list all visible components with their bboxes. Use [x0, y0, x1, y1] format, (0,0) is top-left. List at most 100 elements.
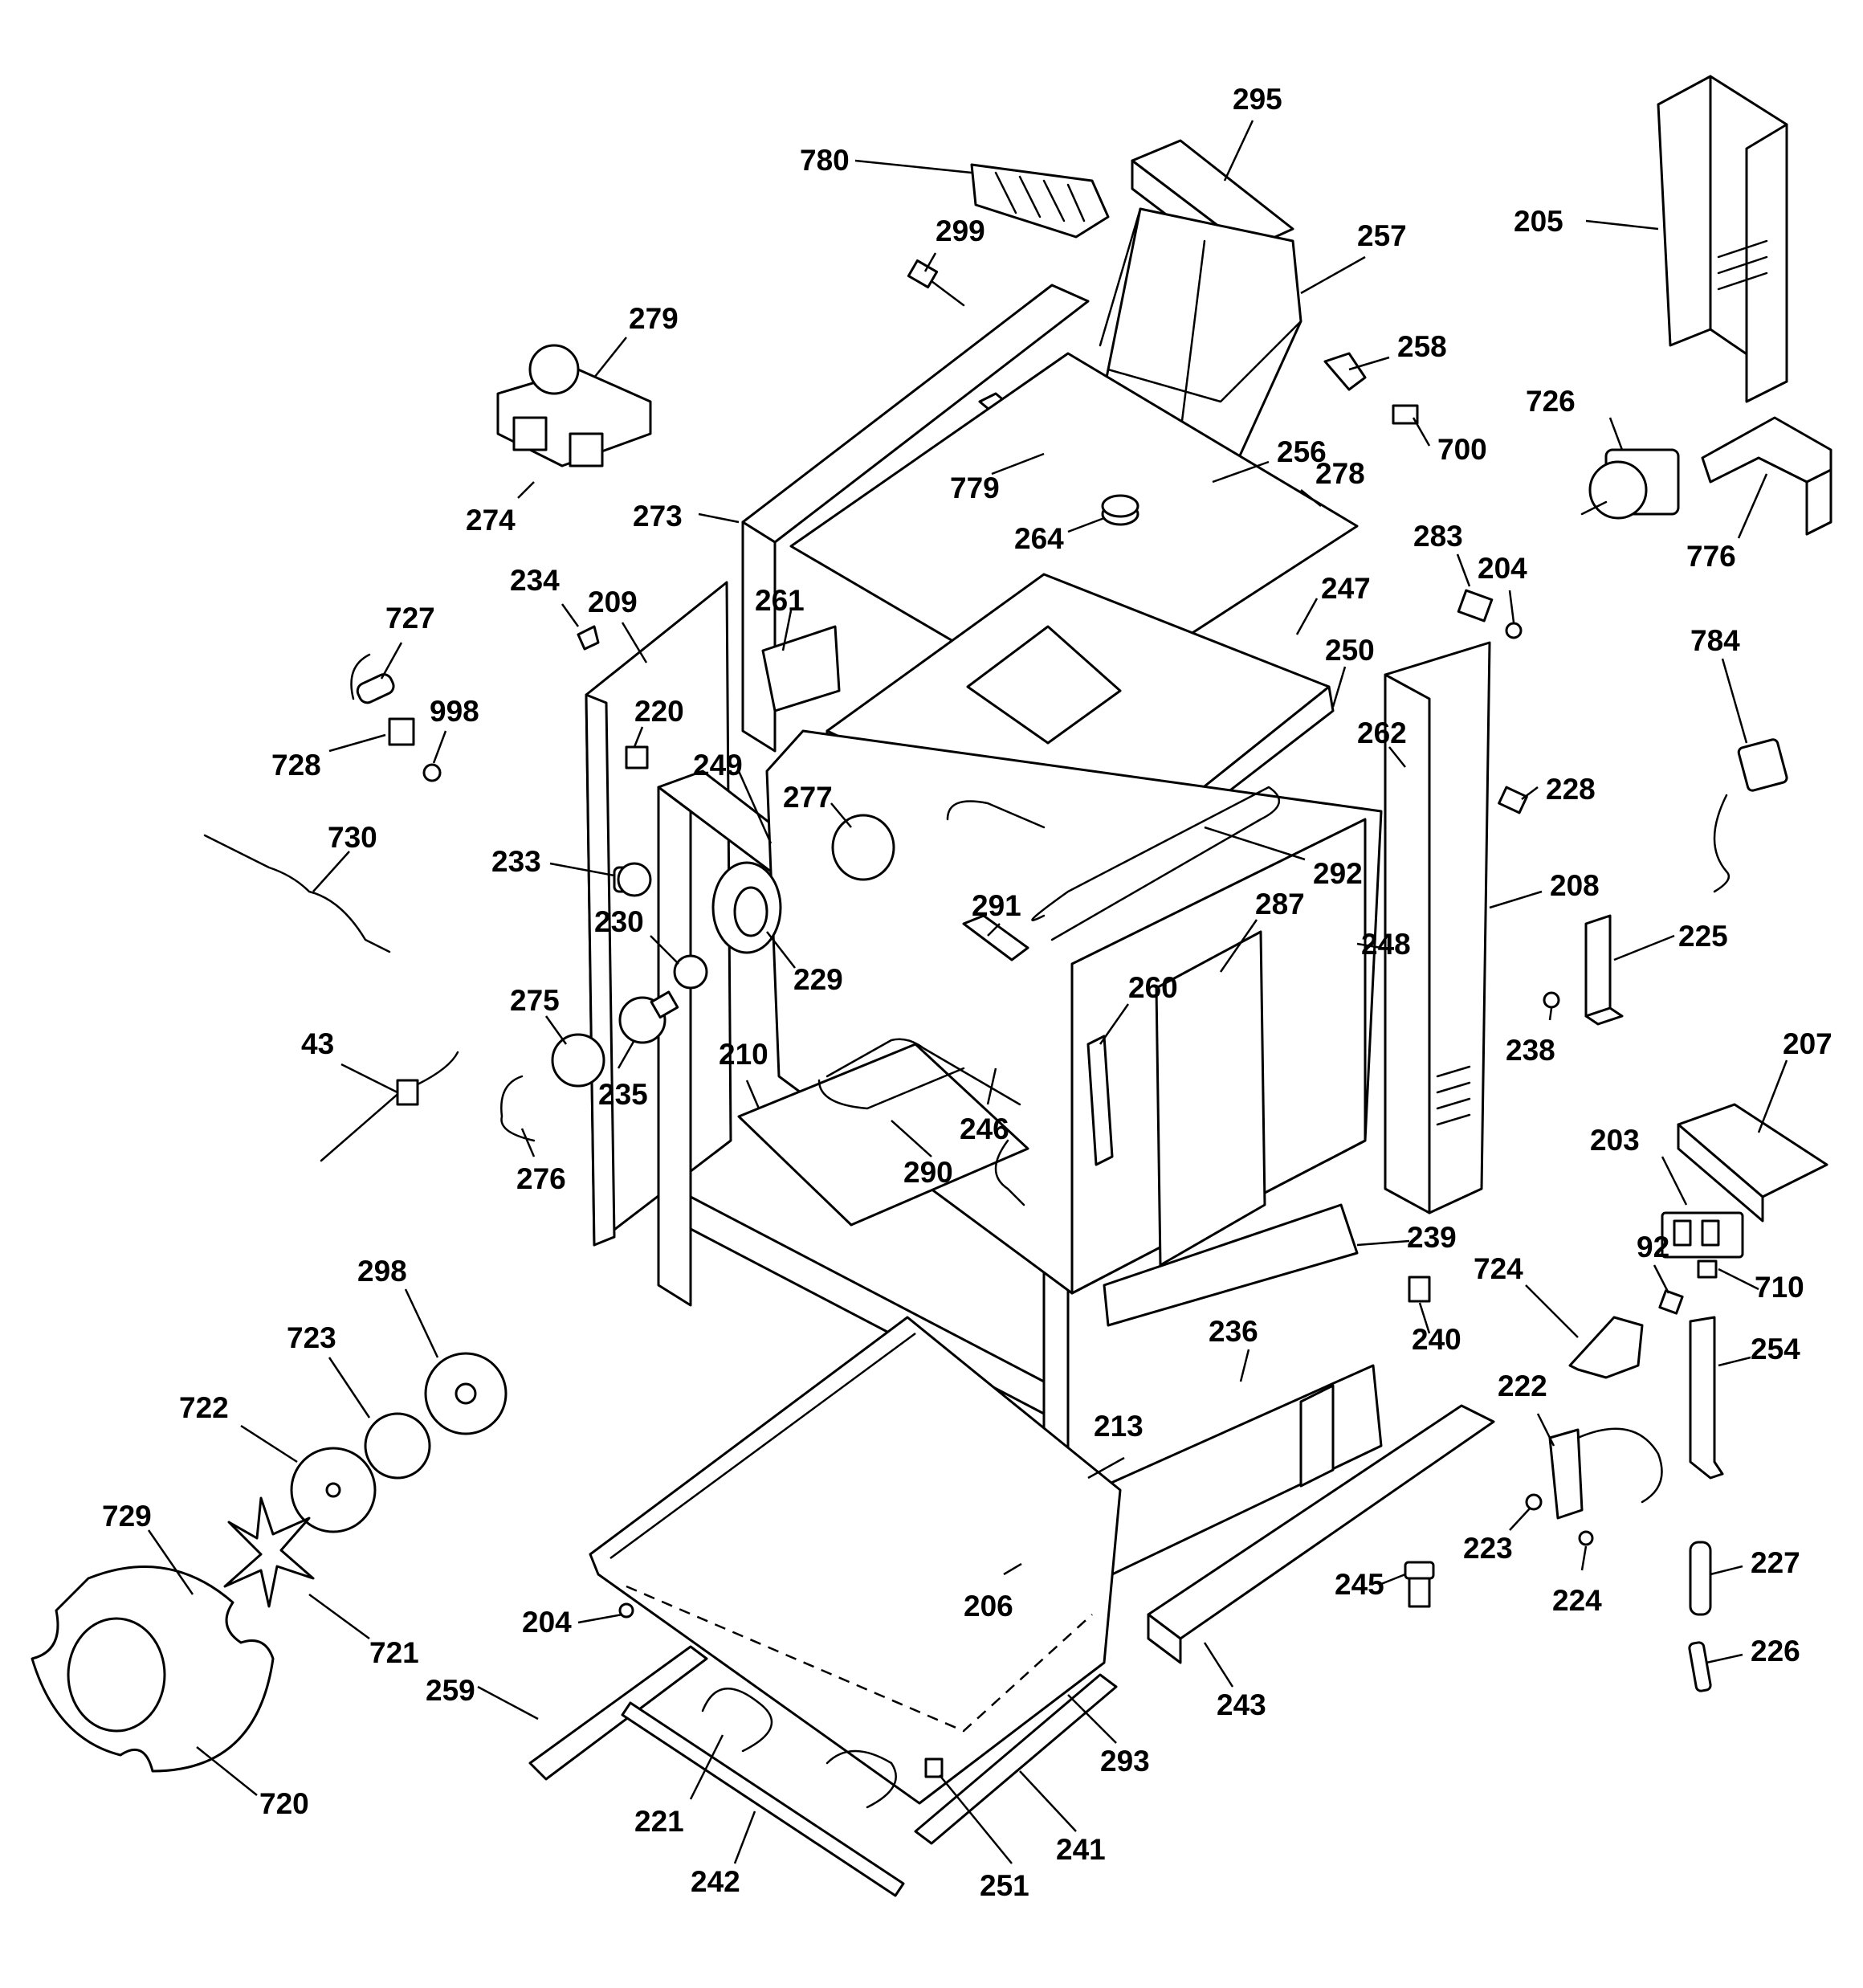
- part-drawer-panel: [589, 1316, 1122, 1805]
- part-235-bulb: [618, 990, 679, 1044]
- label-248: 248: [1361, 928, 1411, 961]
- part-264-grommet: [1101, 494, 1139, 526]
- label-700: 700: [1437, 433, 1487, 466]
- label-241: 241: [1056, 1833, 1106, 1866]
- part-240-lower-panel: [1103, 1364, 1383, 1576]
- label-776: 776: [1686, 540, 1736, 573]
- part-204-screw-top: [1505, 622, 1523, 639]
- part-298-clip: [1408, 1276, 1431, 1303]
- label-221: 221: [634, 1805, 684, 1838]
- label-222: 222: [1498, 1370, 1547, 1402]
- label-256: 256: [1277, 435, 1327, 468]
- label-287: 287: [1255, 888, 1305, 921]
- label-257: 257: [1357, 219, 1407, 252]
- label-274: 274: [466, 504, 516, 537]
- part-203-terminal: [1661, 1211, 1744, 1259]
- part-251-clip: [924, 1757, 944, 1778]
- label-273: 273: [633, 500, 683, 533]
- part-243-base: [1147, 1404, 1495, 1664]
- part-225-bracket: [1584, 914, 1624, 1026]
- part-720-fan-shield: [31, 1565, 275, 1773]
- label-784: 784: [1690, 624, 1740, 657]
- label-293: 293: [1100, 1745, 1150, 1778]
- label-779: 779: [950, 471, 1000, 504]
- label-262: 262: [1357, 716, 1407, 749]
- part-234-nut: [577, 625, 600, 651]
- leader-drawer: [609, 1332, 916, 1560]
- label-236: 710: [1755, 1271, 1804, 1304]
- label-240: 236: [1209, 1315, 1258, 1348]
- label-245: 245: [1335, 1568, 1384, 1601]
- label-295: 295: [1233, 83, 1282, 116]
- part-246-rack-guide: [826, 1038, 1021, 1106]
- part-721-fan-blade: [223, 1496, 315, 1608]
- part-222-hinge: [1548, 1427, 1663, 1520]
- label-203: 203: [1590, 1124, 1640, 1157]
- part-241-rail: [914, 1673, 1118, 1845]
- label-246: 246: [960, 1112, 1009, 1145]
- part-220-clip: [625, 745, 649, 769]
- part-223-screw: [1525, 1493, 1543, 1511]
- label-243: 243: [1217, 1688, 1266, 1721]
- part-780-vent-grille: [970, 163, 1110, 239]
- label-279: 279: [629, 302, 679, 335]
- part-273-top-rail: [741, 284, 1090, 753]
- label-247: 247: [1321, 572, 1371, 605]
- part-224-nut: [1578, 1530, 1594, 1546]
- label-780: 780: [800, 144, 850, 177]
- part-998-nut: [422, 763, 442, 782]
- label-264: 264: [1014, 522, 1064, 555]
- part-727-sensor: [350, 653, 395, 704]
- label-207: 207: [1783, 1027, 1832, 1060]
- label-205: 205: [1514, 205, 1563, 238]
- part-722-fan-plate: [290, 1447, 377, 1533]
- label-209: 209: [588, 586, 638, 618]
- part-283-clip: [1457, 589, 1494, 623]
- label-720: 720: [259, 1787, 309, 1820]
- label-291: 291: [972, 889, 1021, 922]
- part-228-clip: [1498, 786, 1528, 814]
- label-223: 223: [1463, 1532, 1513, 1565]
- part-700-clip: [1392, 404, 1419, 425]
- label-254: 254: [1751, 1333, 1800, 1365]
- label-251: 251: [980, 1869, 1029, 1902]
- part-221-element: [701, 1687, 897, 1809]
- part-724-fan-housing: [424, 1352, 508, 1435]
- label-213: 213: [1094, 1410, 1143, 1443]
- part-726-motor: [1580, 448, 1680, 520]
- label-728: 728: [271, 749, 321, 782]
- part-number-labels: 780 295 205 299 257 279 258 726 700 256 …: [102, 83, 1832, 1902]
- part-239-panel: [1103, 1203, 1359, 1327]
- label-261: 261: [755, 584, 805, 617]
- label-242: 242: [691, 1865, 740, 1898]
- label-259: 259: [426, 1674, 475, 1707]
- label-998: 998: [430, 695, 479, 728]
- label-226: 226: [1751, 1635, 1800, 1668]
- label-238: 238: [1506, 1034, 1555, 1067]
- label-228: 228: [1546, 773, 1596, 806]
- part-227-spring: [1689, 1541, 1712, 1616]
- part-204-screw-bottom: [618, 1602, 634, 1619]
- part-207-bracket: [1677, 1103, 1828, 1223]
- leader-lines: [147, 120, 1788, 1864]
- label-249: 249: [693, 749, 743, 782]
- label-721: 721: [369, 1636, 419, 1669]
- label-275: 275: [510, 984, 560, 1017]
- label-258: 258: [1397, 330, 1447, 363]
- part-292-broil-element: [946, 786, 1281, 941]
- label-722: 722: [179, 1391, 229, 1424]
- part-245-leveling-leg: [1404, 1561, 1435, 1608]
- part-210-oven-rack: [737, 1043, 1029, 1227]
- label-230: 230: [594, 905, 644, 938]
- part-279-control: [496, 344, 652, 467]
- label-277: 277: [783, 781, 833, 814]
- label-220: 220: [634, 695, 684, 728]
- label-229: 229: [793, 963, 843, 996]
- part-205-side-trim: [1657, 75, 1788, 403]
- label-235: 235: [598, 1078, 648, 1111]
- label-260: 260: [1128, 971, 1178, 1004]
- part-287-back-panel: [1155, 930, 1266, 1267]
- label-283: 283: [1413, 520, 1463, 553]
- label-208: 208: [1550, 869, 1600, 902]
